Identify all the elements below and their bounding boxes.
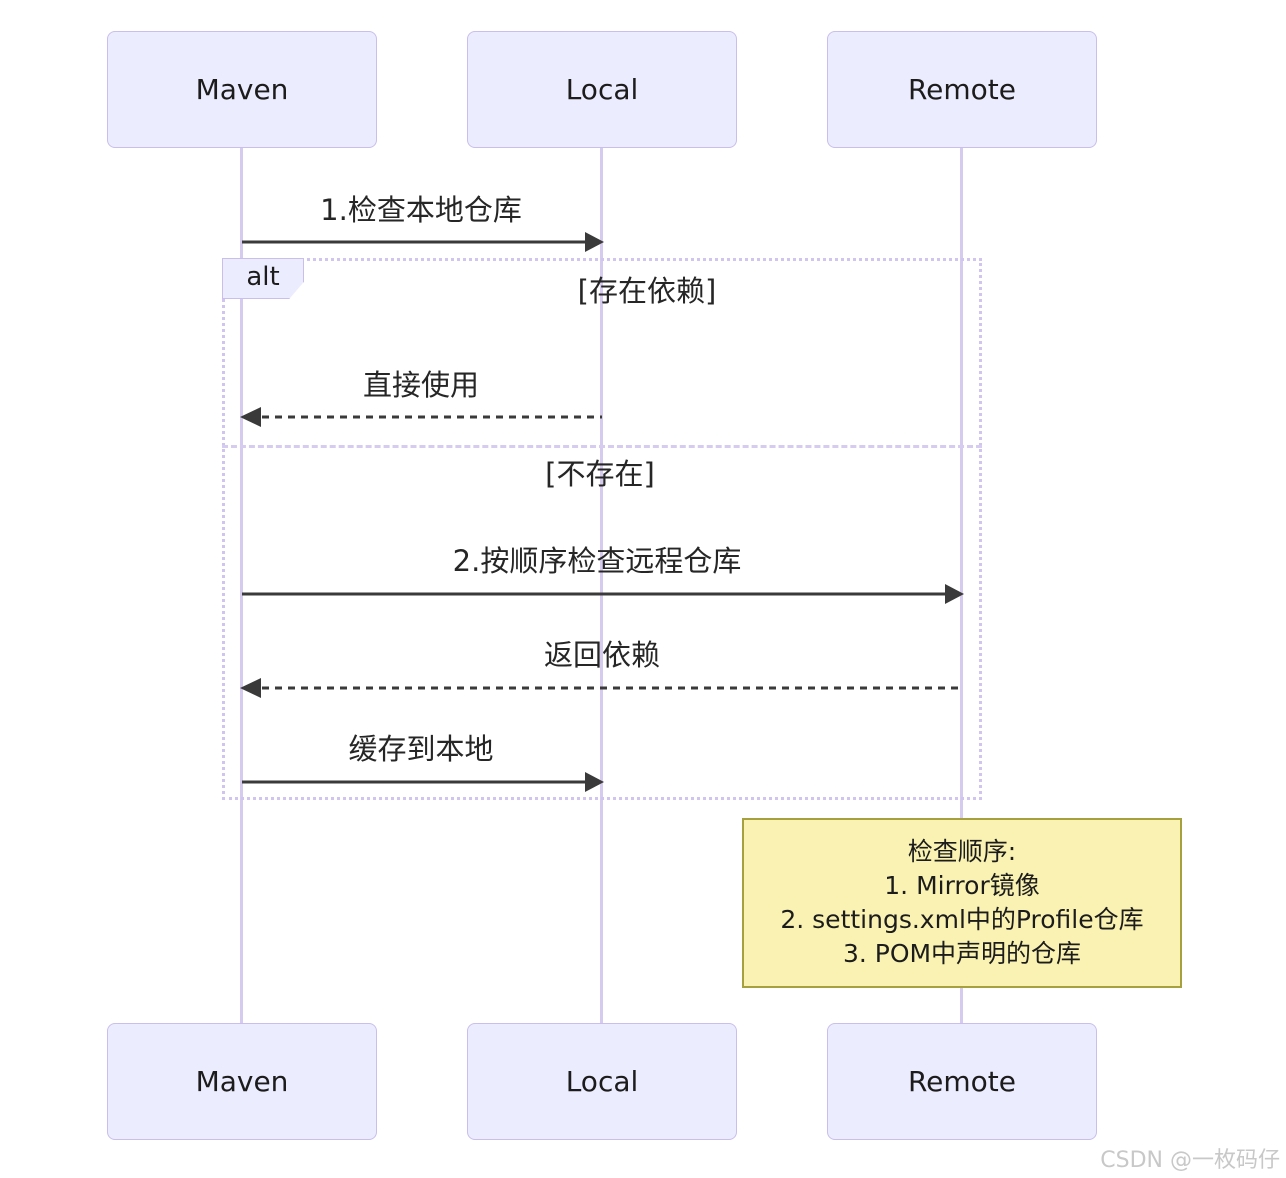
note-line-1: 检查顺序: <box>907 837 1017 866</box>
alt-label-pentagon <box>222 258 304 299</box>
note-line-2: 1. Mirror镜像 <box>884 871 1040 900</box>
message-cache-local: 缓存到本地 <box>348 732 494 766</box>
message-return-dep: 返回依赖 <box>543 638 661 672</box>
actor-local-bottom: Local <box>467 1023 737 1140</box>
actor-local-bottom-label: Local <box>565 1065 639 1098</box>
actor-remote-top-label: Remote <box>907 73 1017 106</box>
csdn-watermark: CSDN @一枚码仔 <box>1100 1148 1280 1173</box>
lifeline-local <box>600 148 603 1023</box>
arrow-cache-local-head <box>585 772 604 792</box>
arrow-check-local-head <box>585 232 604 252</box>
alt-label-text: alt <box>246 261 280 292</box>
message-check-remote: 2.按顺序检查远程仓库 <box>452 544 742 578</box>
actor-maven-top-label: Maven <box>195 73 289 106</box>
alt-condition-exists: [存在依赖] <box>577 274 717 308</box>
actor-maven-bottom-label: Maven <box>195 1065 289 1098</box>
actor-remote-bottom-label: Remote <box>907 1065 1017 1098</box>
actor-local-top-label: Local <box>565 73 639 106</box>
arrow-return-dep-head <box>240 678 261 698</box>
actor-local-top: Local <box>467 31 737 148</box>
arrow-check-remote-head <box>945 584 964 604</box>
message-check-local: 1.检查本地仓库 <box>320 193 522 227</box>
note-line-3: 2. settings.xml中的Profile仓库 <box>780 905 1144 934</box>
alt-frame <box>222 258 982 800</box>
alt-else-divider <box>222 445 982 448</box>
arrow-use-direct-head <box>240 407 261 427</box>
lifeline-maven <box>240 148 243 1023</box>
note-line-4: 3. POM中声明的仓库 <box>842 939 1082 968</box>
actor-maven-top: Maven <box>107 31 377 148</box>
actor-remote-top: Remote <box>827 31 1097 148</box>
note-check-order: 检查顺序: 1. Mirror镜像 2. settings.xml中的Profi… <box>742 818 1182 988</box>
message-use-direct: 直接使用 <box>362 368 480 402</box>
actor-maven-bottom: Maven <box>107 1023 377 1140</box>
alt-label: alt <box>222 258 304 299</box>
actor-remote-bottom: Remote <box>827 1023 1097 1140</box>
lifeline-remote <box>960 148 963 1023</box>
alt-condition-missing: [不存在] <box>545 457 655 491</box>
